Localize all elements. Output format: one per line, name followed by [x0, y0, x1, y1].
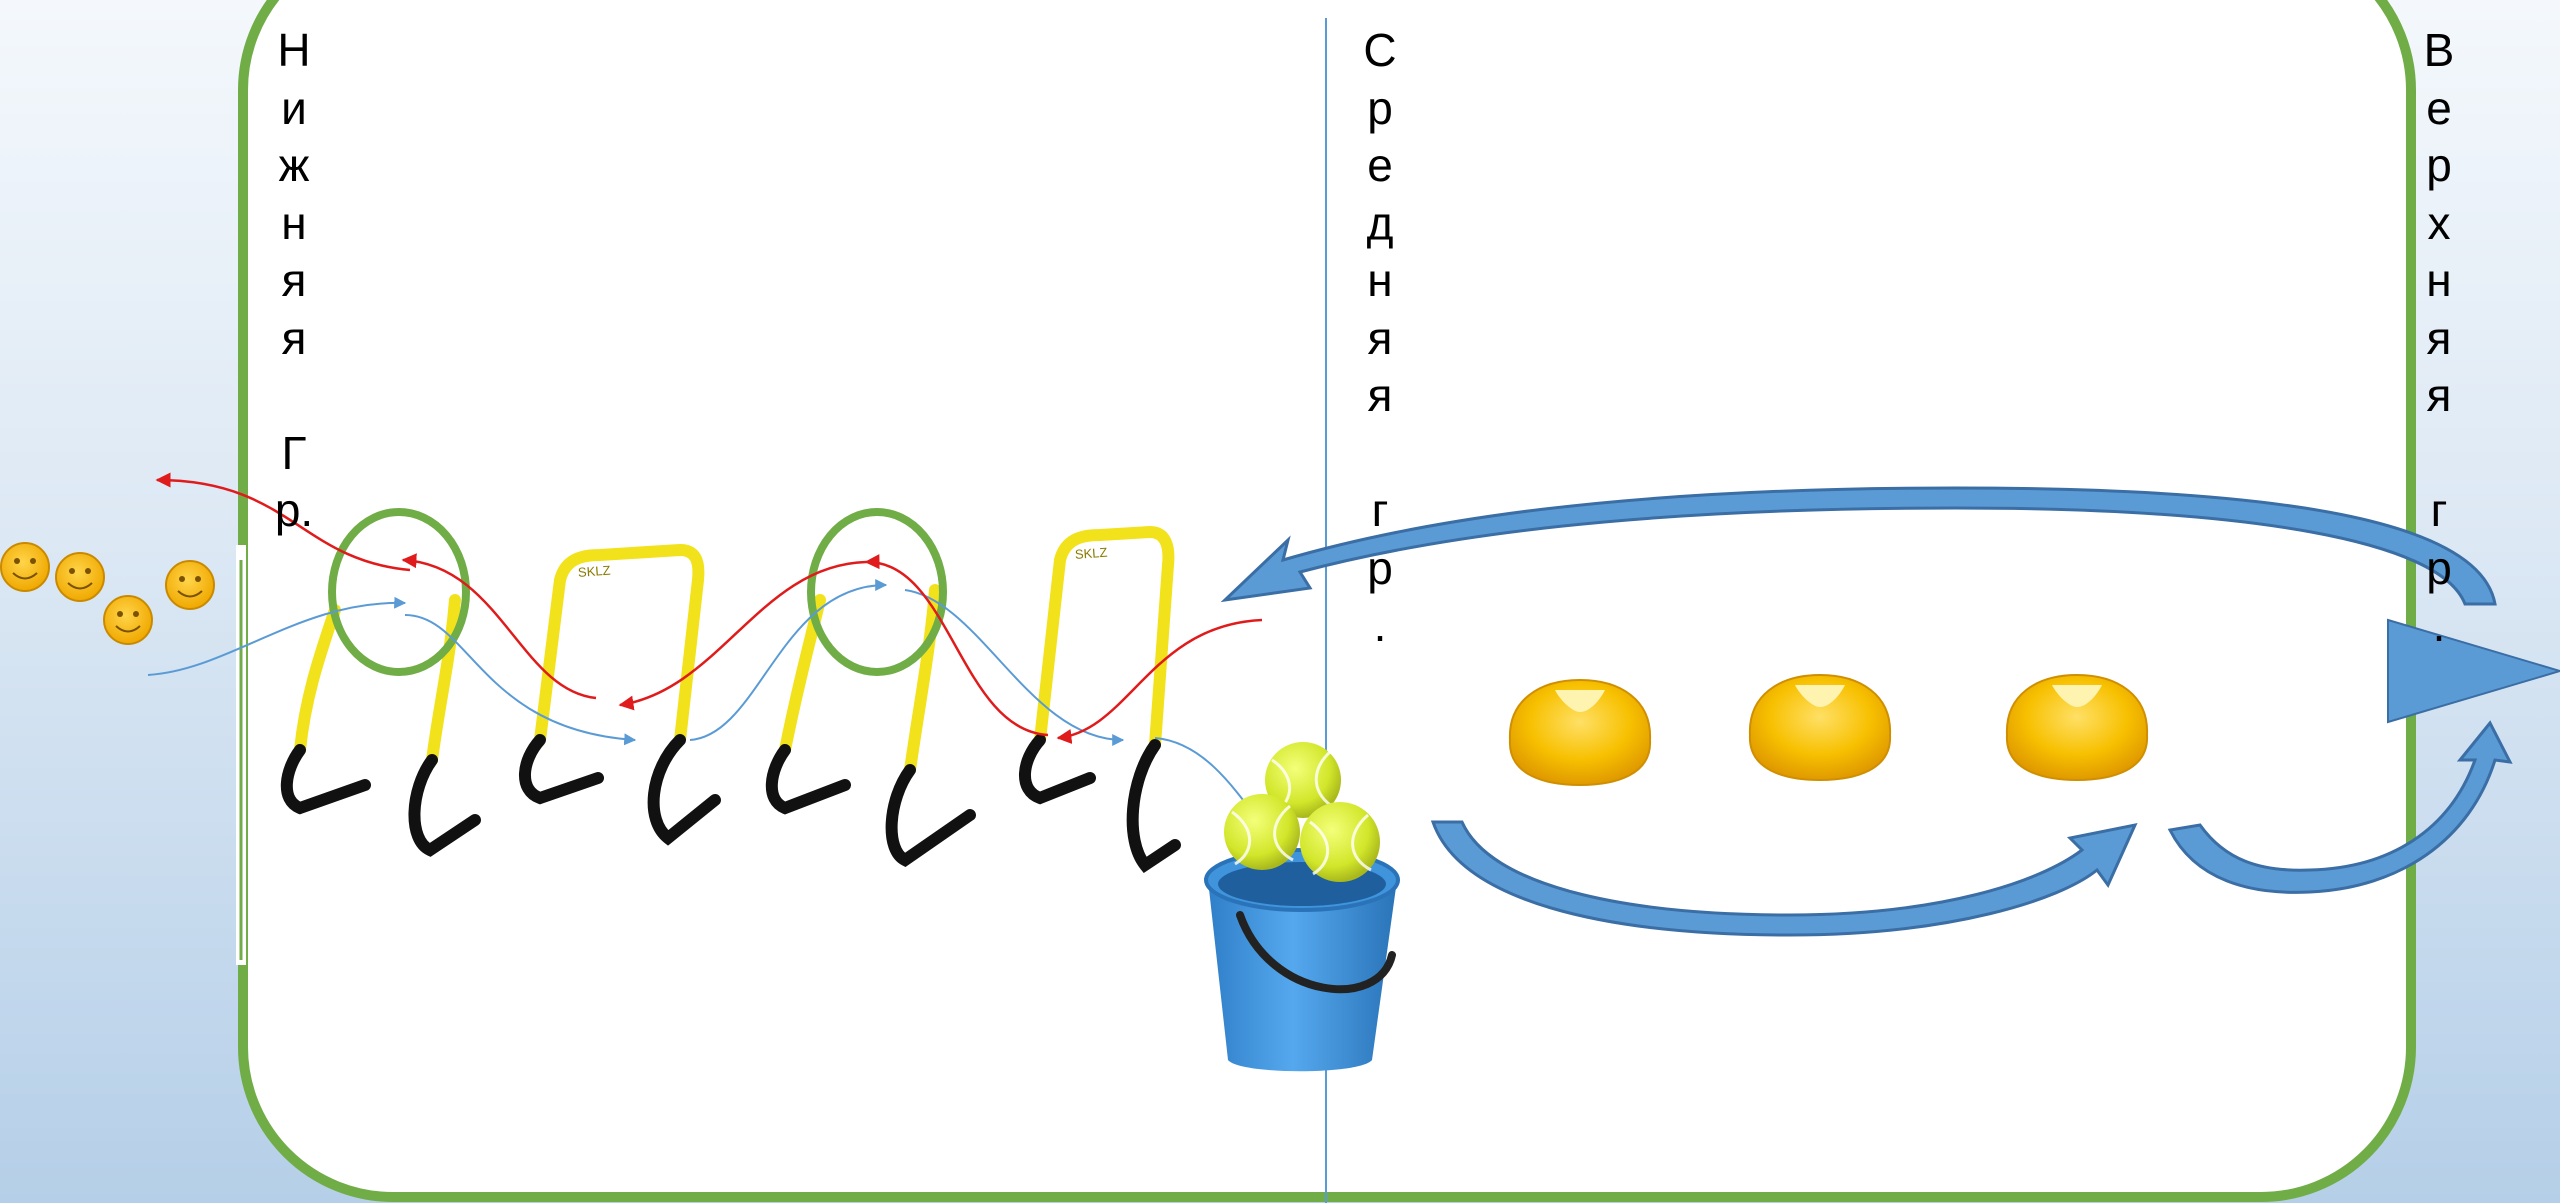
cone-marker-icon	[2007, 675, 2147, 780]
tennis-ball-icon	[1300, 802, 1380, 882]
tennis-ball-icon	[1224, 794, 1300, 870]
hurdle-brand-label: SKLZ	[1074, 545, 1108, 562]
cones-group	[1510, 675, 2147, 785]
middle-group-label: С р е д н я я г р .	[1350, 22, 1410, 655]
smiley-face-icon	[1, 543, 49, 591]
players-group	[1, 543, 214, 644]
lower-group-label: Н и ж н я я Г р.	[264, 22, 324, 540]
cone-marker-icon	[1750, 675, 1890, 780]
smiley-face-icon	[104, 596, 152, 644]
bucket-icon	[1206, 850, 1398, 1071]
cone-marker-icon	[1510, 680, 1650, 785]
smiley-face-icon	[166, 561, 214, 609]
smiley-face-icon	[56, 553, 104, 601]
upper-group-label: В е р х н я я г р .	[2409, 22, 2469, 655]
hurdle-brand-label: SKLZ	[577, 563, 611, 580]
